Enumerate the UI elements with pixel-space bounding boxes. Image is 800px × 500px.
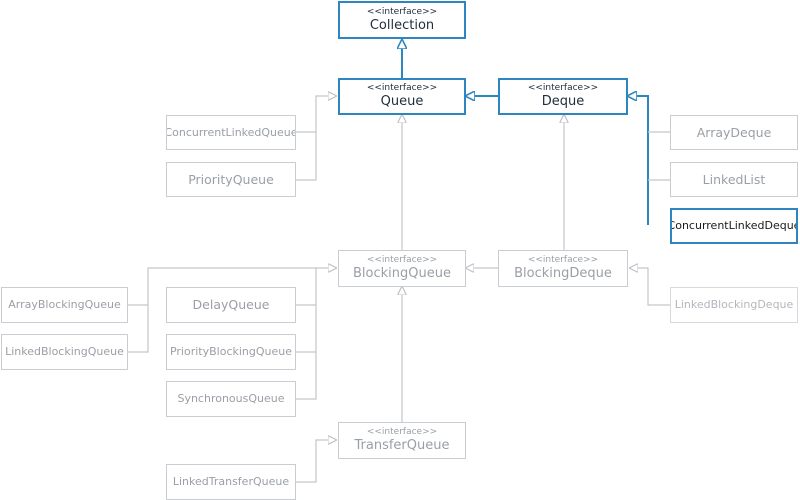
concurrent-linked-deque-name: ConcurrentLinkedDeque — [670, 219, 798, 232]
edge-cld-deque — [628, 96, 649, 225]
synchronous-queue-box[interactable]: SynchronousQueue — [166, 381, 296, 417]
queue-stereotype: <<interface>> — [366, 83, 438, 93]
edge-clq-queue — [296, 96, 336, 133]
blocking-queue-name: BlockingQueue — [353, 266, 451, 281]
delay-queue-box[interactable]: DelayQueue — [166, 287, 296, 323]
linked-list-box[interactable]: LinkedList — [670, 162, 798, 197]
collection-name: Collection — [369, 17, 435, 33]
transfer-queue-stereotype: <<interface>> — [366, 427, 438, 437]
blocking-queue-stereotype: <<interface>> — [366, 255, 438, 265]
deque-stereotype: <<interface>> — [527, 83, 599, 93]
edge-dq-bq — [296, 268, 317, 306]
delay-queue-name: DelayQueue — [192, 297, 270, 312]
transfer-queue-interface-box[interactable]: <<interface>> TransferQueue — [338, 422, 466, 459]
linked-blocking-queue-box[interactable]: LinkedBlockingQueue — [1, 334, 128, 370]
synchronous-queue-name: SynchronousQueue — [177, 392, 285, 405]
array-blocking-queue-box[interactable]: ArrayBlockingQueue — [1, 287, 128, 323]
linked-list-name: LinkedList — [702, 171, 766, 187]
concurrent-linked-queue-box[interactable]: ConcurrentLinkedQueue — [166, 115, 296, 150]
blocking-queue-interface-box[interactable]: <<interface>> BlockingQueue — [338, 250, 466, 287]
linked-transfer-queue-name: LinkedTransferQueue — [172, 475, 290, 488]
edge-pbq-bq — [296, 305, 317, 353]
collection-interface-box[interactable]: <<interface>> Collection — [338, 1, 466, 39]
queue-name: Queue — [380, 94, 424, 109]
edge-sq-bq — [296, 352, 317, 400]
edge-pq-queue — [296, 132, 317, 181]
array-blocking-queue-name: ArrayBlockingQueue — [8, 298, 121, 311]
blocking-deque-stereotype: <<interface>> — [527, 255, 599, 265]
concurrent-linked-deque-box[interactable]: ConcurrentLinkedDeque — [670, 208, 798, 244]
linked-blocking-queue-name: LinkedBlockingQueue — [5, 345, 124, 358]
edge-lbd-bd — [630, 268, 670, 306]
linked-transfer-queue-box[interactable]: LinkedTransferQueue — [166, 464, 296, 500]
array-deque-name: ArrayDeque — [696, 124, 772, 140]
priority-queue-box[interactable]: PriorityQueue — [166, 162, 296, 197]
linked-blocking-deque-box[interactable]: LinkedBlockingDeque — [670, 287, 798, 323]
edge-ltq-tq — [296, 440, 336, 483]
array-deque-box[interactable]: ArrayDeque — [670, 115, 798, 150]
deque-interface-box[interactable]: <<interface>> Deque — [498, 78, 628, 115]
edge-lbq-bq — [128, 305, 149, 353]
concurrent-linked-queue-name: ConcurrentLinkedQueue — [166, 125, 296, 139]
priority-blocking-queue-box[interactable]: PriorityBlockingQueue — [166, 334, 296, 370]
transfer-queue-name: TransferQueue — [354, 438, 450, 453]
priority-queue-name: PriorityQueue — [188, 171, 274, 187]
blocking-deque-name: BlockingDeque — [514, 266, 612, 281]
linked-blocking-deque-name: LinkedBlockingDeque — [674, 298, 794, 311]
priority-blocking-queue-name: PriorityBlockingQueue — [169, 345, 293, 358]
queue-interface-box[interactable]: <<interface>> Queue — [338, 78, 466, 115]
blocking-deque-interface-box[interactable]: <<interface>> BlockingDeque — [498, 250, 628, 287]
deque-name: Deque — [541, 94, 585, 109]
collection-stereotype: <<interface>> — [366, 6, 438, 17]
